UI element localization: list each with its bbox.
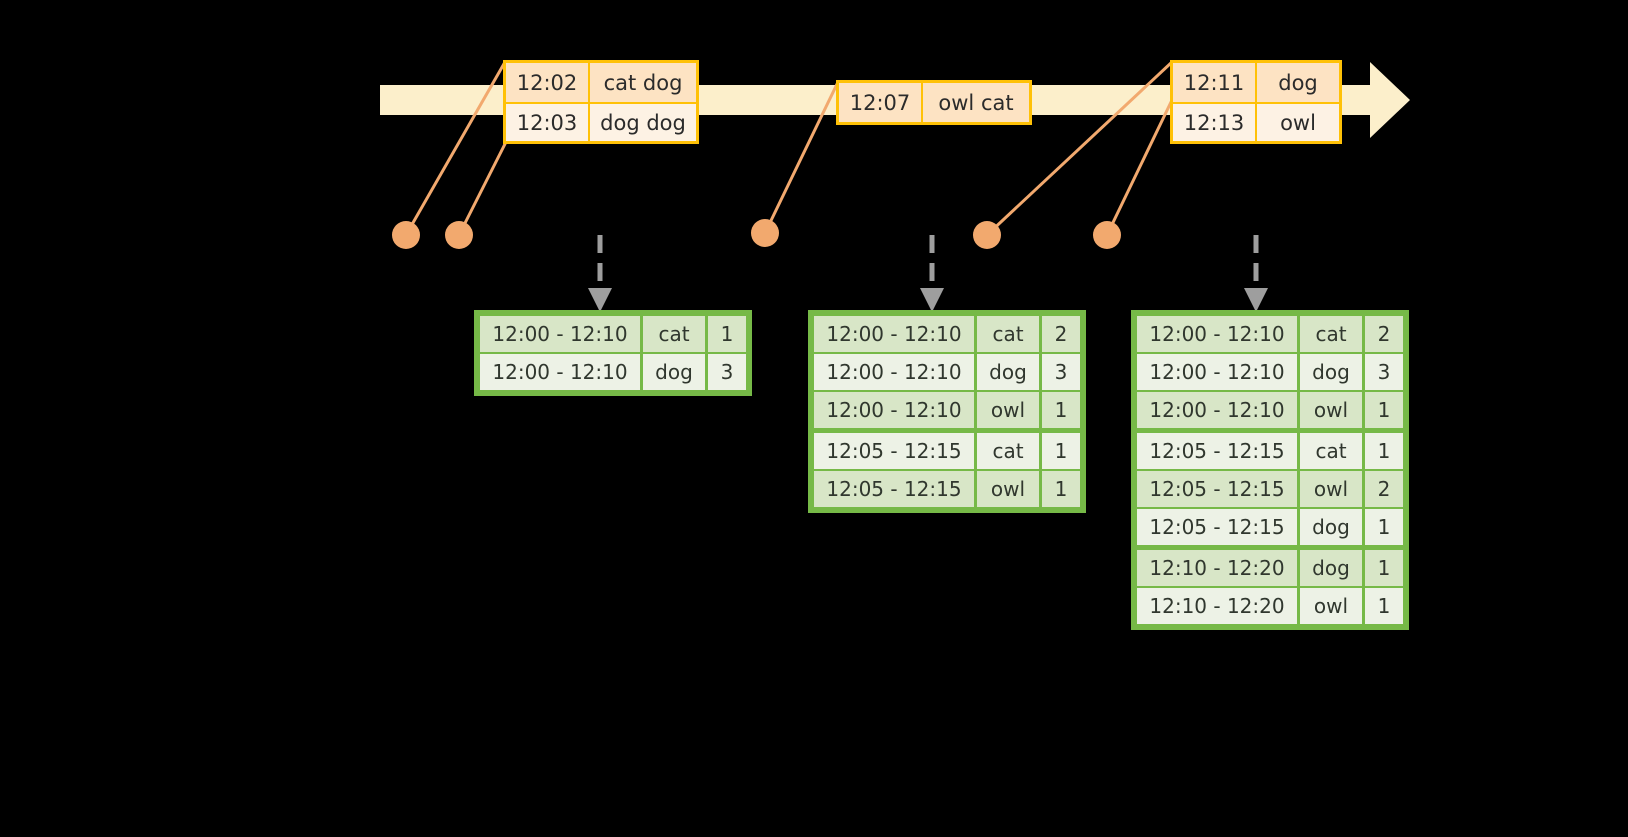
- event-time: 12:11: [1173, 63, 1257, 102]
- table-cell-count: 1: [1365, 392, 1403, 428]
- table-cell-word: cat: [1300, 433, 1362, 469]
- table-cell-window: 12:05 - 12:15: [1137, 509, 1297, 545]
- event-row[interactable]: 12:11 dog: [1173, 63, 1339, 102]
- event-group-2[interactable]: 12:07 owl cat: [836, 80, 1032, 125]
- table-cell-word: dog: [643, 354, 705, 390]
- table-cell-window: 12:10 - 12:20: [1137, 550, 1297, 586]
- table-cell-word: dog: [1300, 509, 1362, 545]
- table-cell-window: 12:00 - 12:10: [1137, 316, 1297, 352]
- table-cell-word: dog: [977, 354, 1039, 390]
- table-cell-word: owl: [977, 471, 1039, 507]
- table-cell-count: 1: [1042, 392, 1080, 428]
- table-cell-window: 12:00 - 12:10: [480, 354, 640, 390]
- table-cell-count: 3: [708, 354, 746, 390]
- event-group-3[interactable]: 12:11 dog 12:13 owl: [1170, 60, 1342, 144]
- table-cell-count: 3: [1365, 354, 1403, 390]
- table-cell-window: 12:00 - 12:10: [480, 316, 640, 352]
- event-row[interactable]: 12:02 cat dog: [506, 63, 696, 102]
- table-cell-window: 12:00 - 12:10: [814, 392, 974, 428]
- table-cell-count: 1: [708, 316, 746, 352]
- event-time: 12:07: [839, 83, 923, 122]
- table-cell-word: cat: [1300, 316, 1362, 352]
- table-cell-word: cat: [643, 316, 705, 352]
- event-time: 12:02: [506, 63, 590, 102]
- table-cell-word: cat: [977, 433, 1039, 469]
- table-cell-word: cat: [977, 316, 1039, 352]
- event-row[interactable]: 12:07 owl cat: [839, 83, 1029, 122]
- event-row[interactable]: 12:03 dog dog: [506, 102, 696, 141]
- event-words: dog dog: [600, 110, 686, 135]
- event-words: owl: [1280, 110, 1316, 135]
- event-words: dog: [1278, 70, 1318, 95]
- table-cell-word: owl: [1300, 471, 1362, 507]
- table-cell-count: 2: [1042, 316, 1080, 352]
- event-time: 12:13: [1173, 104, 1257, 141]
- table-cell-window: 12:10 - 12:20: [1137, 588, 1297, 624]
- event-words: cat dog: [603, 70, 683, 95]
- table-cell-window: 12:00 - 12:10: [814, 316, 974, 352]
- table-cell-count: 1: [1042, 433, 1080, 469]
- table-cell-window: 12:05 - 12:15: [814, 433, 974, 469]
- event-group-1[interactable]: 12:02 cat dog 12:03 dog dog: [503, 60, 699, 144]
- table-cell-window: 12:05 - 12:15: [1137, 471, 1297, 507]
- event-words: owl cat: [938, 90, 1014, 115]
- table-cell-word: dog: [1300, 354, 1362, 390]
- table-cell-count: 1: [1042, 471, 1080, 507]
- table-cell-count: 3: [1042, 354, 1080, 390]
- table-cell-word: owl: [1300, 392, 1362, 428]
- table-cell-word: owl: [1300, 588, 1362, 624]
- table-cell-word: owl: [977, 392, 1039, 428]
- event-row[interactable]: 12:13 owl: [1173, 102, 1339, 141]
- table-cell-count: 1: [1365, 433, 1403, 469]
- table-cell-window: 12:00 - 12:10: [1137, 392, 1297, 428]
- table-cell-count: 1: [1365, 550, 1403, 586]
- table-cell-window: 12:00 - 12:10: [814, 354, 974, 390]
- table-cell-word: dog: [1300, 550, 1362, 586]
- table-cell-count: 2: [1365, 471, 1403, 507]
- table-cell-count: 1: [1365, 509, 1403, 545]
- table-cell-window: 12:05 - 12:15: [1137, 433, 1297, 469]
- table-cell-count: 1: [1365, 588, 1403, 624]
- event-time: 12:03: [506, 104, 590, 141]
- table-cell-count: 2: [1365, 316, 1403, 352]
- table-cell-window: 12:05 - 12:15: [814, 471, 974, 507]
- table-cell-window: 12:00 - 12:10: [1137, 354, 1297, 390]
